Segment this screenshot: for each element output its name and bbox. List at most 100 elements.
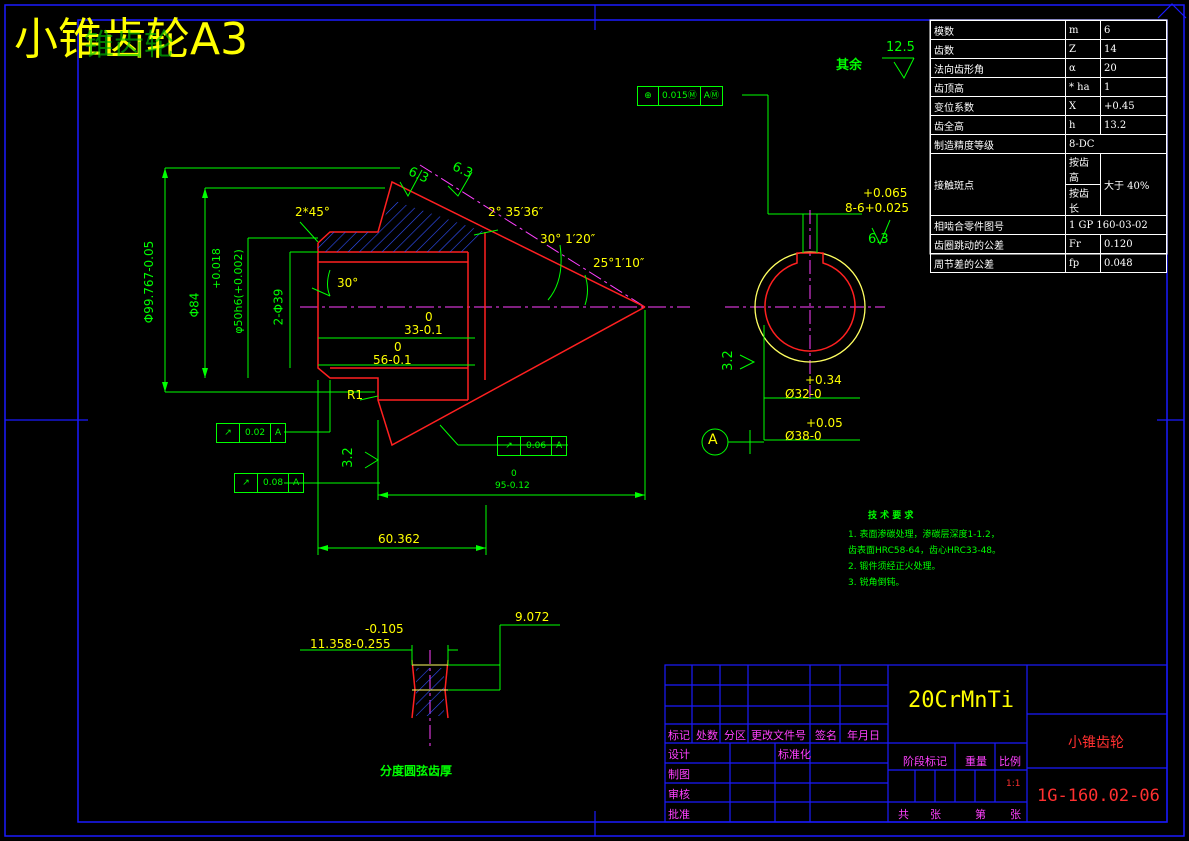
dim-arrowheads [162,168,645,551]
dim-chamfer: 2*45° [295,205,330,219]
fcf-runout-2: ↗ 0.06 A [497,436,568,456]
chordal-thickness-detail [300,624,560,750]
dim-angle-low: 25°1′10″ [593,256,645,270]
tb-weight: 重量 [965,755,987,768]
sheet-title: 锥齿轮 小锥齿轮A3 [14,14,248,66]
param-value: 大于 40% [1100,153,1167,216]
dim-r1: R1 [347,388,363,402]
dim-chord: 11.358-0.255 [310,637,391,651]
tb-standardize: 标准化 [778,748,811,761]
param-symbol: 1 GP 160-03-02 [1065,215,1167,235]
param-value: 0.120 [1100,234,1167,254]
param-label: 相啮合零件图号 [930,215,1066,235]
runout-icon: ↗ [217,424,240,442]
dim-len95-top: 0 [511,469,517,479]
position-tolerance-leader [742,94,862,215]
fcf-runout-2-datum: A [556,441,563,451]
dim-bore: Ø32-0 [785,387,822,401]
sheet-title-text: 小锥齿轮A3 [14,14,249,65]
roughness-keyway: 6.3 [868,232,889,247]
tb-scale-label: 比例 [999,755,1021,768]
dim-angle-top: 2° 35′36″ [488,205,544,219]
roughness-bore: 3.2 [720,350,736,371]
tb-stage-mark: 阶段标记 [903,755,947,768]
dim-d50-top: +0.018 [209,248,223,289]
dim-chord-top: -0.105 [365,622,404,636]
tb-header-signature: 签名 [815,729,837,742]
param-symbol-2: 按齿长 [1065,184,1101,216]
tb-sheets-2: 张 [1010,808,1021,821]
tb-review: 审核 [668,788,690,801]
fcf-runout-1-datum: A [275,428,282,438]
dim-bore-top: +0.34 [805,373,842,387]
notes-line-4: 3. 锐角倒钝。 [848,578,905,588]
notes-line-1: 1. 表面渗碳处理，渗碳层深度1-1.2， [848,530,1000,540]
param-symbol: α [1065,58,1101,78]
table-row: 接触斑点按齿高大于 40% [930,153,1167,216]
sheet-title-ghost: 锥齿轮 [84,28,174,63]
fcf-runout-3-tol: 0.08 [258,474,290,492]
dim-chord-height: 9.072 [515,610,550,624]
param-value: 13.2 [1100,115,1167,135]
dim-angle-mid: 30° 1′20″ [540,232,596,246]
dim-len56-top: 0 [394,340,402,354]
fcf-runout-2-tol: 0.06 [521,437,553,455]
param-symbol: X [1065,96,1101,116]
dim-d84: Φ84 [187,292,202,318]
tb-drawing: 制图 [668,768,690,781]
param-symbol: 8-DC [1065,134,1167,154]
datum-a-label: A [708,432,718,448]
dim-bore38-top: +0.05 [806,416,843,430]
runout-icon: ↗ [498,437,521,455]
position-icon: ⊕ [638,87,659,105]
title-block-grid [664,664,1168,823]
centering-marks [5,3,1187,836]
param-symbol: * ha [1065,77,1101,97]
inner-frame-border [77,19,1168,823]
param-value: 1 [1100,77,1167,97]
fcf-runout-1: ↗ 0.02 A [216,423,287,443]
dim-bore38: Ø38-0 [785,429,822,443]
title-scale: 1:1 [1006,779,1021,789]
fcf-position-datum: AⓂ [703,91,719,101]
tb-header-change-doc: 更改文件号 [751,729,806,742]
param-label: 制造精度等级 [930,134,1066,154]
dim-outer-diameter: Φ99.767-0.05 [142,240,157,324]
dim-key-width-top: +0.065 [863,186,908,200]
title-drawing-number: 1G-160.02-06 [1037,786,1160,806]
dim-len60: 60.362 [378,532,420,546]
runout-icon: ↗ [235,474,258,492]
param-label: 接触斑点 [930,153,1066,216]
notes-line-2: 齿表面HRC58-64，齿心HRC33-48。 [848,546,1002,556]
fcf-runout-3-datum: A [293,478,300,488]
bore-end-view [701,210,885,456]
dim-len33-top: 0 [425,310,433,324]
param-label: 齿圈跳动的公差 [930,234,1066,254]
fcf-runout-1-tol: 0.02 [240,424,272,442]
dim-d39: 2-Φ39 [271,288,286,326]
param-symbol: 按齿高 [1065,153,1101,185]
param-value: +0.45 [1100,96,1167,116]
tb-sheet-no: 第 [975,808,986,821]
param-label: 齿数 [930,39,1066,59]
tb-header-count: 处数 [696,729,718,742]
dim-len33: 33-0.1 [404,323,443,337]
roughness-symbols [364,57,915,469]
tb-sheets: 张 [930,808,941,821]
title-part-name: 小锥齿轮 [1068,735,1124,751]
dim-len56: 56-0.1 [373,353,412,367]
tb-approve: 批准 [668,808,690,821]
tb-header-mark: 标记 [668,729,690,742]
roughness-others-label: 其余 [836,58,863,73]
param-value: 20 [1100,58,1167,78]
notes-line-3: 2. 锻件须经正火处理。 [848,562,941,572]
